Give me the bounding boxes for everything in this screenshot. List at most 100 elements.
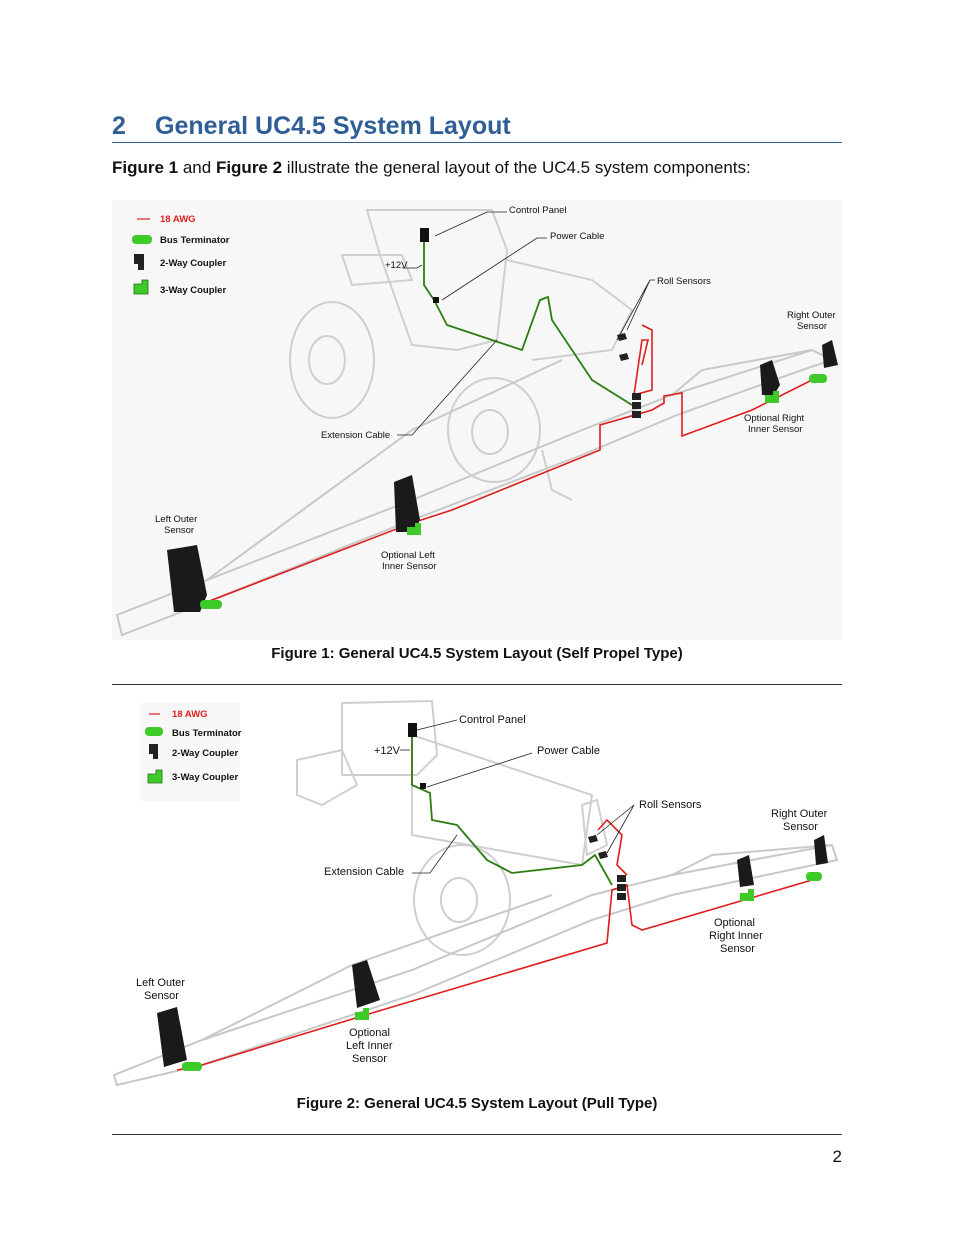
right-terminator2-icon <box>806 872 822 881</box>
leader-roll-sensors <box>616 279 655 341</box>
intro-rest: illustrate the general layout of the UC4… <box>282 158 751 177</box>
wheel-right-outline <box>447 377 541 483</box>
left-inner-coupler2-icon <box>355 1008 369 1020</box>
wheel-left-outline <box>289 301 375 419</box>
label2-left-outer-2: Sensor <box>144 990 179 1002</box>
power-connector2-icon <box>420 783 426 789</box>
hood-outline <box>340 254 414 287</box>
label2-power-cable: Power Cable <box>537 745 600 757</box>
tractor-cab-outline <box>341 699 439 776</box>
right-inner-coupler2-icon <box>740 889 754 901</box>
leader2-control-panel <box>416 719 458 731</box>
three-way-couplers-center <box>632 393 641 418</box>
hub-right-outline <box>471 409 509 455</box>
tank-outline <box>506 259 634 361</box>
label-opt-left-1: Optional Left <box>381 550 435 561</box>
legend2-terminator-label: Bus Terminator <box>172 728 242 739</box>
legend-two-way-label: 2-Way Coupler <box>160 258 226 269</box>
boom-brace-right-outline <box>671 349 813 396</box>
label-opt-right-1: Optional Right <box>744 413 805 424</box>
label-left-outer-1: Left Outer <box>155 514 197 525</box>
label2-12v: +12V <box>374 745 401 757</box>
right-outer-sensor-icon <box>822 340 838 368</box>
left-inner-coupler-icon <box>407 523 421 535</box>
label2-opt-right-2: Right Inner <box>709 930 763 942</box>
leader-control-panel <box>434 211 507 237</box>
right-inner-sensor2-icon <box>737 855 754 887</box>
legend2-terminator-icon <box>145 727 163 736</box>
right-outer-sensor2-icon <box>814 835 828 865</box>
leader2-roll-sensors <box>596 804 635 854</box>
control-panel2-icon <box>408 723 417 737</box>
label2-opt-right-3: Sensor <box>720 943 755 955</box>
right-inner-sensor-icon <box>760 360 780 395</box>
two-way-coupler-icon <box>134 254 144 270</box>
label-opt-left-2: Inner Sensor <box>382 561 436 572</box>
bus-terminator-icon <box>132 235 152 244</box>
label-12v: +12V <box>385 260 408 271</box>
hub-left-outline <box>308 335 346 385</box>
figure2-caption: Figure 2: General UC4.5 System Layout (P… <box>296 1095 658 1112</box>
label-roll-sensors: Roll Sensors <box>657 276 711 287</box>
section-title: General UC4.5 System Layout <box>155 112 511 140</box>
intro-paragraph: Figure 1 and Figure 2 illustrate the gen… <box>112 158 751 178</box>
figure2-legend: 18 AWG Bus Terminator 2-Way Coupler 3-Wa… <box>140 703 242 801</box>
leader2-extension-cable <box>412 834 458 874</box>
three-way-coupler-icon <box>133 279 149 295</box>
left-inner-sensor-icon <box>394 475 420 532</box>
legend-three-way-label: 3-Way Coupler <box>160 285 226 296</box>
figure2-svg: 18 AWG Bus Terminator 2-Way Coupler 3-Wa… <box>112 695 842 1090</box>
label-extension-cable: Extension Cable <box>321 430 390 441</box>
label-opt-right-2: Inner Sensor <box>748 424 802 435</box>
frame-outline <box>541 449 573 501</box>
footer-rule <box>112 1134 842 1135</box>
tractor-wheel-outline <box>413 844 511 956</box>
right-terminator-icon <box>809 374 827 383</box>
left-terminator2-icon <box>182 1062 202 1071</box>
coupler-center-2 <box>632 402 641 409</box>
figure1-ref[interactable]: Figure 1 <box>112 158 179 177</box>
three-way-couplers-center2 <box>617 875 626 900</box>
figure2-ref[interactable]: Figure 2 <box>215 158 283 177</box>
leader-extension-cable <box>397 339 498 436</box>
left-inner-sensor2-icon <box>352 960 380 1008</box>
legend2-two-way-label: 2-Way Coupler <box>172 748 238 759</box>
legend2-three-way-label: 3-Way Coupler <box>172 772 238 783</box>
sprayer-outline <box>289 209 634 501</box>
legend-terminator-label: Bus Terminator <box>160 235 230 246</box>
label2-opt-left-3: Sensor <box>352 1053 387 1065</box>
label2-left-outer-1: Left Outer <box>136 977 185 989</box>
cab-outline <box>365 209 509 352</box>
legend-wire-label: 18 AWG <box>160 214 196 225</box>
label2-right-outer-2: Sensor <box>783 821 818 833</box>
left-outer-sensor2-icon <box>157 1007 187 1067</box>
left-terminator-icon <box>200 600 222 609</box>
wire2-roll-sensors <box>597 818 628 876</box>
section-number: 2 <box>112 112 126 140</box>
label-left-outer-2: Sensor <box>164 525 194 536</box>
legend2-two-way-icon <box>149 744 158 759</box>
legend2-wire-label: 18 AWG <box>172 709 208 720</box>
cable-power-extension <box>423 235 633 406</box>
page-number: 2 <box>832 1147 842 1166</box>
coupler-center-1 <box>632 393 641 400</box>
label2-control-panel: Control Panel <box>459 714 526 726</box>
figure1-diagram: 18 AWG Bus Terminator 2-Way Coupler 3-Wa… <box>112 200 842 640</box>
label2-extension-cable: Extension Cable <box>324 866 404 878</box>
leader2-power-cable <box>426 752 533 788</box>
label2-opt-left-1: Optional <box>349 1027 390 1039</box>
tractor-hitch-outline <box>580 798 609 857</box>
coupler2-center-2 <box>617 884 626 891</box>
intro-and: and <box>178 158 216 177</box>
label2-opt-left-2: Left Inner <box>346 1040 393 1052</box>
left-outer-sensor-icon <box>167 545 207 612</box>
roll-sensor-2 <box>619 353 629 361</box>
label2-right-outer-1: Right Outer <box>771 808 828 820</box>
roll-sensor2-2 <box>598 851 608 859</box>
label-right-outer-2: Sensor <box>797 321 827 332</box>
wire2-18awg-main <box>176 879 813 1071</box>
coupler-center-3 <box>632 411 641 418</box>
label2-opt-right-1: Optional <box>714 917 755 929</box>
label-control-panel: Control Panel <box>509 205 567 216</box>
roll-sensor2-1 <box>588 835 598 843</box>
